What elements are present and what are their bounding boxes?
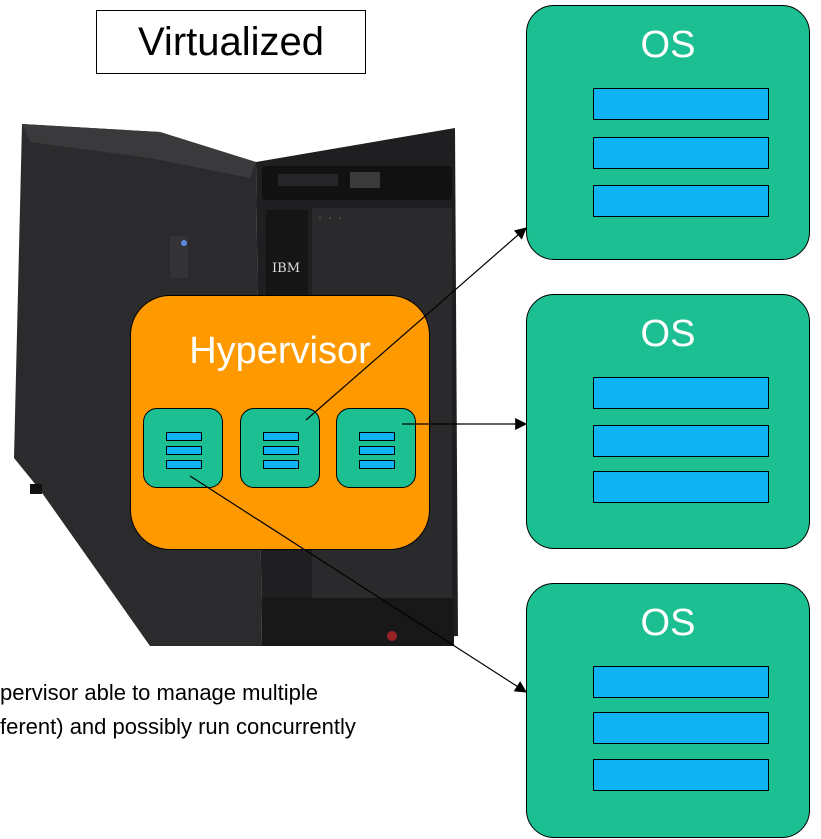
arrow-vm1-to-os3 bbox=[189, 475, 528, 693]
ibm-logo: IBM bbox=[272, 261, 300, 276]
vm-icon-1 bbox=[143, 408, 223, 488]
os-label: OS bbox=[640, 602, 696, 644]
arrow-vm2-to-os1 bbox=[305, 227, 527, 421]
title-box: Virtualized bbox=[96, 10, 366, 74]
os-box-2: OS bbox=[526, 294, 810, 549]
os-label: OS bbox=[640, 24, 696, 66]
os-label: OS bbox=[640, 313, 696, 355]
vm-icon-2 bbox=[240, 408, 320, 488]
title-text: Virtualized bbox=[137, 19, 325, 64]
caption-line-1: pervisor able to manage multiple bbox=[0, 680, 318, 705]
caption-line-2: ferent) and possibly run concurrently bbox=[0, 714, 356, 739]
vm-icon-3 bbox=[336, 408, 416, 488]
os-box-1: OS bbox=[526, 5, 810, 260]
caption: pervisor able to manage multiple ferent)… bbox=[0, 676, 356, 744]
os-box-3: OS bbox=[526, 583, 810, 838]
